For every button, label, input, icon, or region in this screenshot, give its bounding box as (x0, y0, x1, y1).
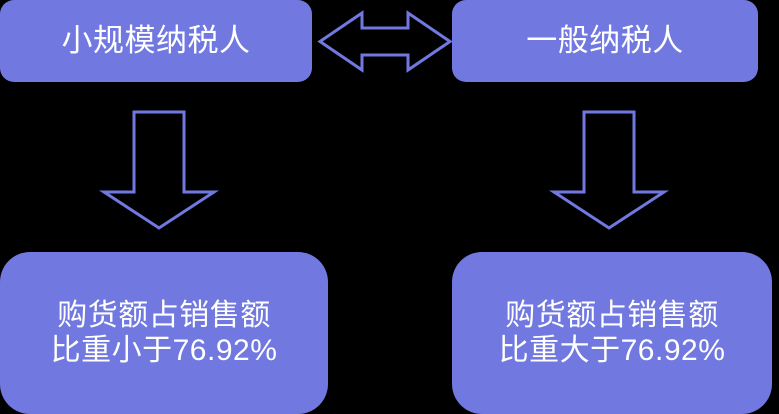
node-label: 小规模纳税人 (61, 22, 251, 58)
node-small-scale-taxpayer[interactable]: 小规模纳税人 (0, 0, 312, 82)
node-purchase-ratio-less-than[interactable]: 购货额占销售额 比重小于76.92% (0, 252, 328, 414)
down-arrow-icon-left (98, 110, 220, 230)
node-label: 购货额占销售额 比重小于76.92% (50, 298, 278, 367)
node-general-taxpayer[interactable]: 一般纳税人 (452, 0, 758, 82)
node-label: 一般纳税人 (526, 22, 684, 58)
node-label: 购货额占销售额 比重大于76.92% (498, 298, 726, 367)
bidirectional-arrow-icon (317, 10, 453, 73)
down-arrow-icon-right (548, 110, 670, 230)
node-purchase-ratio-greater-than[interactable]: 购货额占销售额 比重大于76.92% (452, 252, 772, 414)
